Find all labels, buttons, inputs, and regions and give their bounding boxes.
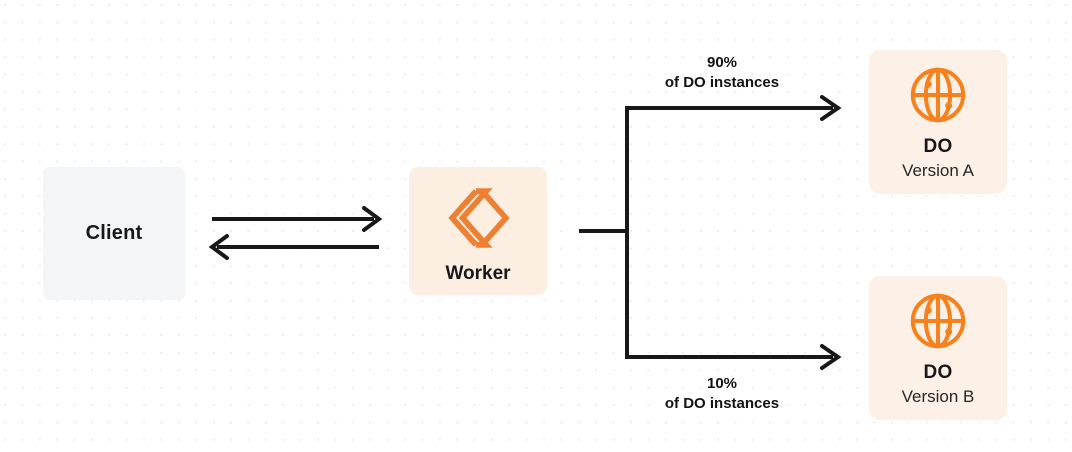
node-client[interactable]: Client (43, 167, 185, 300)
edge-label-do-b-percent: 10% (706, 375, 738, 392)
node-do-version-a-sublabel: Version A (902, 161, 974, 180)
edge-worker-to-do-a (625, 95, 842, 121)
edge-label-do-a: 90% of DO instances (632, 53, 812, 94)
node-client-label: Client (85, 222, 143, 244)
cloudflare-workers-icon (445, 185, 511, 251)
node-do-version-b[interactable]: DO Version B (869, 276, 1007, 420)
edge-label-do-a-description: of DO instances (664, 74, 780, 92)
edge-label-do-a-percent: 90% (706, 54, 738, 71)
node-do-version-a[interactable]: DO Version A (869, 50, 1007, 194)
edge-label-do-b-description: of DO instances (664, 395, 780, 413)
node-worker[interactable]: Worker (409, 167, 547, 295)
globe-icon (907, 64, 969, 126)
node-do-version-b-sublabel: Version B (901, 387, 975, 406)
edge-label-do-b: 10% of DO instances (632, 374, 812, 415)
node-do-version-b-label: DO (923, 362, 953, 383)
edge-worker-to-client (208, 234, 379, 260)
globe-icon (907, 290, 969, 352)
edge-client-to-worker (212, 206, 383, 232)
node-worker-label: Worker (445, 263, 511, 284)
node-do-version-a-label: DO (923, 136, 953, 157)
edge-worker-to-do-b (625, 344, 842, 370)
